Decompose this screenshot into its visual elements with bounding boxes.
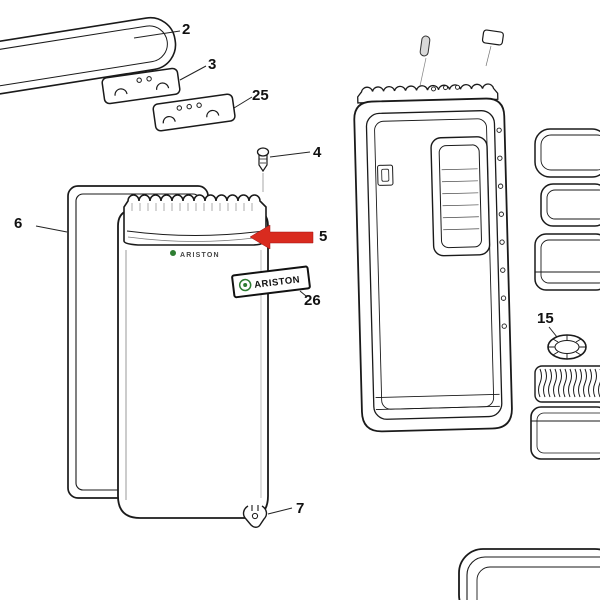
leader-lines bbox=[35, 30, 558, 515]
part-label-25: 25 bbox=[252, 87, 269, 104]
bottom-door-panel bbox=[458, 548, 600, 600]
top-screw bbox=[419, 35, 431, 87]
top-corner-bracket bbox=[481, 29, 504, 67]
door-shelf-3 bbox=[534, 233, 600, 291]
part-25-bracket-plate bbox=[152, 93, 236, 132]
door-shelf-2 bbox=[540, 183, 600, 227]
part-label-5: 5 bbox=[319, 228, 328, 245]
door-logo-text: ARISTON bbox=[180, 252, 220, 259]
part-label-6: 6 bbox=[14, 215, 23, 232]
part-label-2: 2 bbox=[182, 21, 191, 38]
part-label-7: 7 bbox=[296, 500, 305, 517]
part-7-hinge-clip bbox=[242, 505, 268, 528]
door-inner-panel bbox=[353, 83, 513, 433]
part-5-door-panel bbox=[117, 194, 269, 519]
part-label-15: 15 bbox=[537, 310, 554, 327]
part-label-26: 26 bbox=[304, 292, 321, 309]
door-bin bbox=[530, 406, 600, 460]
ariston-logo-door: ARISTON bbox=[170, 250, 220, 259]
part-5-pointer-arrow bbox=[249, 224, 314, 250]
door-shelf-1 bbox=[534, 128, 600, 178]
part-15-cap bbox=[547, 334, 587, 360]
part-26-ariston-badge: ARISTON bbox=[231, 265, 311, 299]
part-2-lid bbox=[0, 16, 177, 95]
part-label-3: 3 bbox=[208, 56, 217, 73]
part-label-4: 4 bbox=[313, 144, 322, 161]
part-3-bracket-plate bbox=[101, 67, 181, 105]
part-4-screw bbox=[256, 147, 270, 192]
door-grille bbox=[534, 365, 600, 403]
